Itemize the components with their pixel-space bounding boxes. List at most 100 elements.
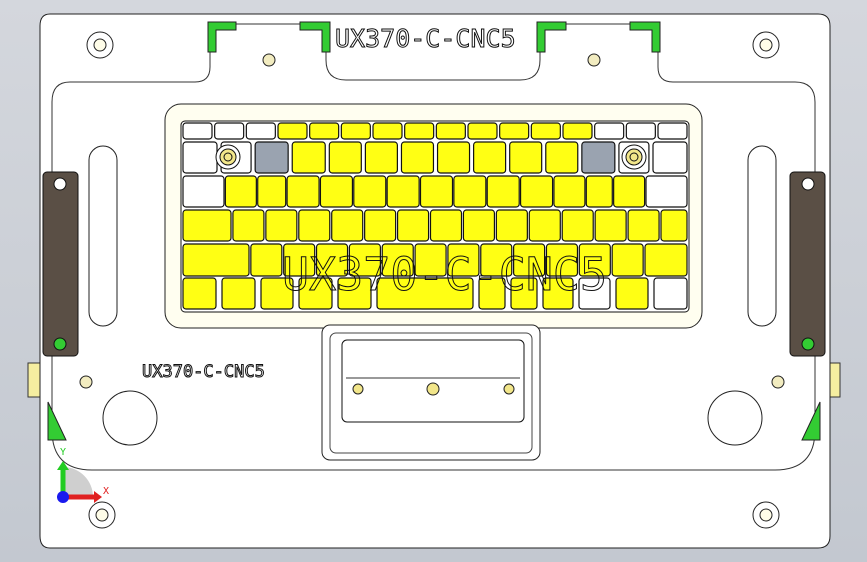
key-r3-1 (232, 209, 265, 242)
key-r5-1 (221, 277, 256, 310)
key-r0-9 (467, 122, 498, 140)
key-r1-11 (581, 141, 616, 174)
key-r3-2 (265, 209, 298, 242)
clamp-bottom-left (47, 401, 67, 441)
key-r2-14 (645, 175, 688, 208)
key-r0-7 (404, 122, 435, 140)
key-r1-9 (509, 141, 543, 174)
locator-pin-1 (629, 152, 639, 162)
key-r3-6 (396, 209, 430, 242)
key-r4-7 (447, 243, 480, 277)
key-r2-2 (257, 175, 287, 208)
right-slot (747, 145, 777, 327)
key-r4-3 (315, 243, 349, 277)
key-r0-3 (277, 122, 308, 140)
key-r2-13 (613, 175, 646, 208)
key-r2-12 (585, 175, 613, 208)
key-r5-11 (653, 277, 688, 310)
key-r4-4 (348, 243, 381, 277)
key-r0-8 (435, 122, 466, 140)
key-r0-10 (499, 122, 530, 140)
key-r0-13 (594, 122, 625, 140)
key-r2-0 (182, 175, 225, 208)
key-r0-11 (530, 122, 561, 140)
key-r0-0 (182, 122, 213, 140)
key-r1-8 (473, 141, 507, 174)
key-r4-1 (250, 243, 283, 277)
key-r0-6 (372, 122, 403, 140)
left-handle[interactable] (42, 171, 79, 357)
clamp-top-right-a (536, 21, 567, 53)
key-r5-4 (337, 277, 372, 310)
key-r3-11 (561, 209, 594, 242)
part-label-left: UX370-C-CNC5 (142, 362, 265, 382)
key-r2-8 (453, 175, 487, 208)
key-r1-2 (254, 141, 289, 174)
right-large-hole (707, 390, 763, 446)
key-r3-5 (364, 209, 397, 242)
key-r0-4 (309, 122, 340, 140)
key-r5-7 (510, 277, 538, 310)
handle-screw (53, 177, 67, 191)
key-r5-8 (542, 277, 574, 310)
corner-bolts (86, 31, 780, 529)
keyboard-keys (182, 122, 688, 310)
key-r4-5 (381, 243, 414, 277)
key-r1-4 (328, 141, 362, 174)
key-r4-0 (182, 243, 250, 277)
key-r0-14 (625, 122, 656, 140)
clamp-bottom-right (801, 401, 821, 441)
key-r0-2 (245, 122, 276, 140)
key-r0-1 (214, 122, 245, 140)
key-r0-5 (340, 122, 371, 140)
key-r1-0 (182, 141, 218, 174)
origin-dot (57, 491, 69, 503)
insert-screws (352, 382, 515, 396)
key-r1-10 (545, 141, 579, 174)
key-r3-4 (331, 209, 364, 242)
left-slot (88, 145, 118, 327)
key-r4-12 (611, 243, 644, 277)
key-r1-6 (400, 141, 435, 174)
key-r3-3 (298, 209, 331, 242)
key-r4-2 (283, 243, 316, 277)
key-r1-5 (364, 141, 398, 174)
clamp-top-right-b (629, 21, 661, 53)
key-r2-6 (386, 175, 420, 208)
key-r2-11 (553, 175, 586, 208)
key-r5-9 (578, 277, 611, 310)
key-r3-14 (660, 209, 688, 242)
key-r1-13 (652, 141, 688, 174)
key-r4-9 (513, 243, 546, 277)
key-r2-10 (519, 175, 554, 208)
key-r0-15 (657, 122, 688, 140)
key-r2-1 (224, 175, 257, 208)
key-r5-3 (298, 277, 333, 310)
key-r2-4 (319, 175, 354, 208)
key-r3-12 (594, 209, 627, 242)
key-r4-8 (480, 243, 513, 277)
right-handle[interactable] (789, 171, 826, 357)
key-r2-5 (353, 175, 387, 208)
part-label-top: UX370-C-CNC5 (335, 24, 516, 53)
center-insert (341, 339, 525, 423)
key-r5-5 (376, 277, 474, 310)
handle-screw (53, 337, 67, 351)
key-r5-10 (615, 277, 649, 310)
handle-screw (801, 177, 815, 191)
key-r0-12 (562, 122, 593, 140)
key-r5-6 (478, 277, 506, 310)
x-axis-label: X (103, 486, 109, 497)
key-r3-13 (627, 209, 660, 242)
coordinate-triad[interactable]: Y X (57, 447, 109, 503)
key-r2-9 (486, 175, 520, 208)
key-r4-13 (644, 243, 688, 277)
key-r3-10 (528, 209, 561, 242)
y-axis-label: Y (60, 447, 66, 458)
key-r3-0 (182, 209, 232, 242)
key-r4-10 (545, 243, 579, 277)
key-r4-11 (578, 243, 611, 277)
key-r3-9 (495, 209, 528, 242)
locator-pin-0 (223, 152, 233, 162)
